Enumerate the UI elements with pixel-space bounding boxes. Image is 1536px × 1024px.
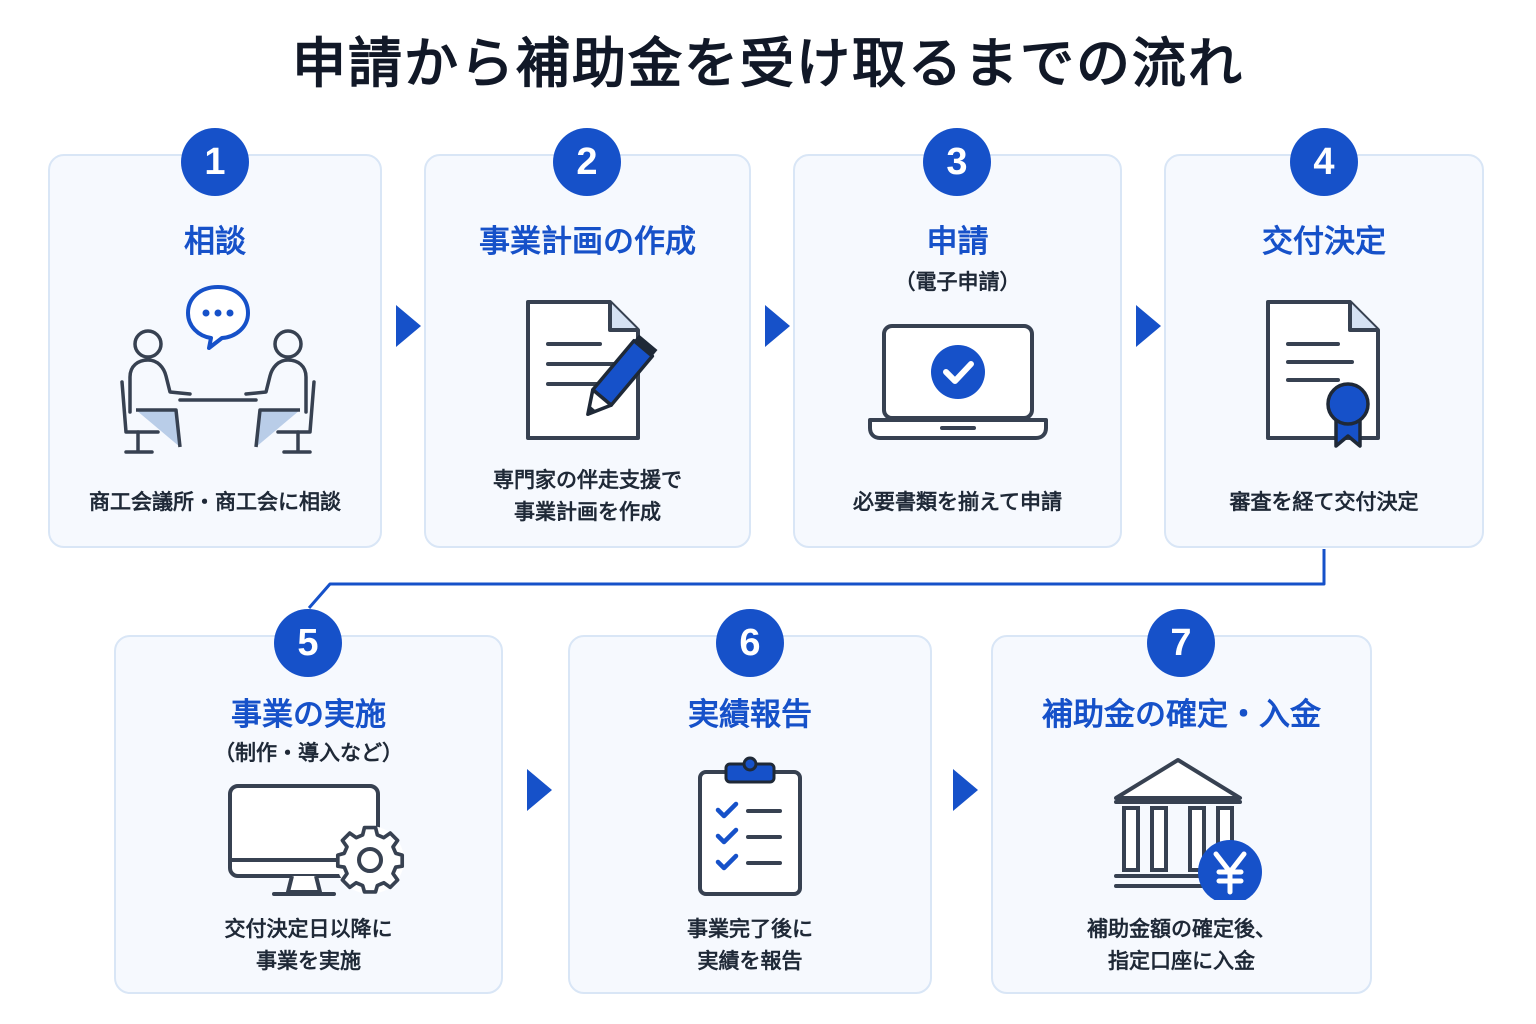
flow-arrow-1-2 [396,305,421,347]
step-card-7: 補助金の確定・入金 補助金額の確定後、 指定口座に入金 [991,635,1372,994]
step-title: 申請 [926,224,989,260]
step-number-badge: 7 [1147,609,1215,677]
step-description: 審査を経て交付決定 [1229,490,1419,514]
consultation-icon [120,285,316,454]
step-number-badge: 4 [1290,128,1358,196]
laptop-check-icon [868,324,1048,440]
step-subtitle: （電子申請） [894,270,1021,294]
step-title: 補助金の確定・入金 [1042,697,1321,733]
step-number-badge: 1 [181,128,249,196]
step-title: 実績報告 [688,697,812,733]
flow-arrow-5-6 [527,769,552,811]
step-card-1: 相談 商工会議所・商工会に相談 [48,154,382,548]
step-description: 必要書類を揃えて申請 [853,490,1062,514]
flow-arrow-3-4 [1136,305,1161,347]
step-title: 事業の実施 [231,697,386,733]
step-number-badge: 2 [553,128,621,196]
document-pen-icon [526,300,658,440]
step-number-badge: 6 [716,609,784,677]
step-description: 補助金額の確定後、 指定口座に入金 [1087,917,1276,973]
page-title: 申請から補助金を受け取るまでの流れ [292,32,1244,95]
step-description: 事業完了後に 実績を報告 [687,917,813,973]
step-title: 事業計画の作成 [479,224,696,260]
step-description: 商工会議所・商工会に相談 [89,490,341,514]
step-title: 相談 [184,224,246,260]
certificate-icon [1266,300,1380,448]
step-title: 交付決定 [1262,224,1386,260]
flow-arrow-2-3 [765,305,790,347]
step-number-badge: 5 [274,609,342,677]
flow-arrow-6-7 [953,769,978,811]
bank-yen-icon [1114,758,1262,900]
clipboard-checklist-icon [698,756,802,896]
monitor-gear-icon [228,784,405,896]
step-description: 専門家の伴走支援で 事業計画を作成 [493,468,682,524]
step-number-badge: 3 [923,128,991,196]
step-subtitle: （制作・導入など） [214,741,403,765]
step-description: 交付決定日以降に 事業を実施 [224,917,393,973]
